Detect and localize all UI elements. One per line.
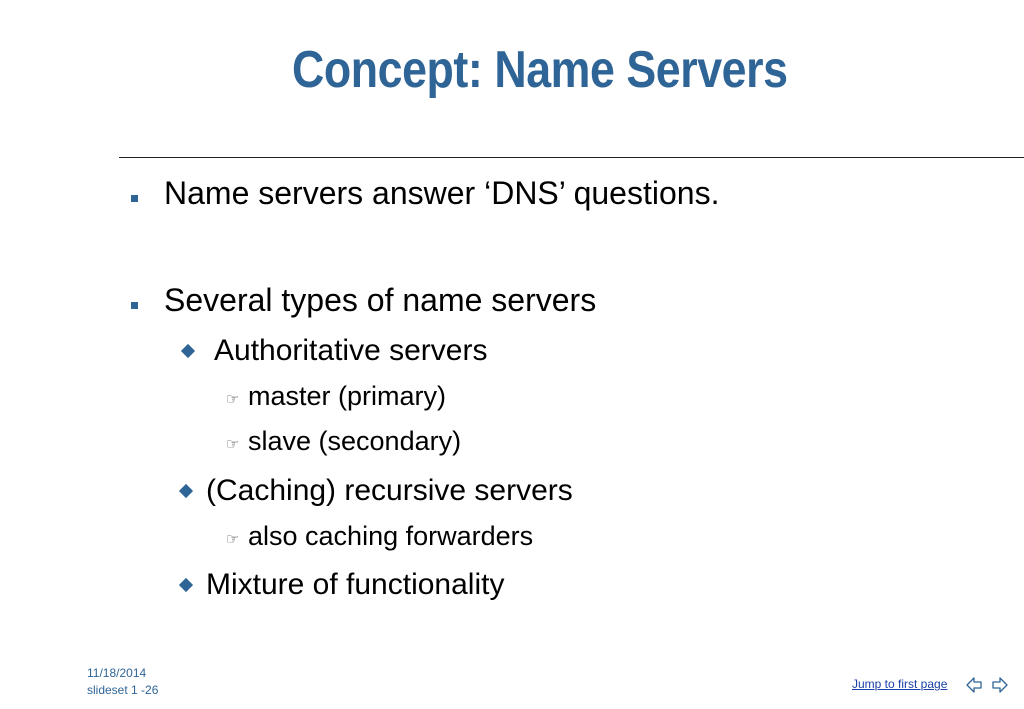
prev-slide-button[interactable] — [965, 676, 983, 694]
square-bullet-icon — [131, 302, 138, 309]
bullet-name-servers-answer: Name servers answer ‘DNS’ questions. — [164, 175, 720, 211]
sub-item-mixture: Mixture of functionality — [206, 568, 505, 601]
diamond-bullet-icon — [178, 577, 194, 593]
diamond-bullet-icon — [178, 483, 194, 499]
slide-title: Concept: Name Servers — [292, 41, 788, 99]
pointing-hand-icon: ☞ — [226, 391, 240, 408]
square-bullet-icon — [131, 195, 138, 202]
footer-date: 11/18/2014 — [87, 666, 147, 680]
sub-item-slave: slave (secondary) — [248, 426, 462, 456]
bullet-several-types: Several types of name servers — [164, 282, 597, 318]
pointing-hand-icon: ☞ — [226, 531, 240, 548]
diamond-bullet-icon — [180, 343, 196, 359]
sub-item-master: master (primary) — [248, 381, 447, 411]
footer-slide-number: slideset 1 -26 — [87, 683, 159, 697]
arrow-left-icon — [966, 677, 982, 693]
sub-item-caching: (Caching) recursive servers — [206, 474, 573, 507]
next-slide-button[interactable] — [991, 676, 1009, 694]
sub-item-forwarders: also caching forwarders — [248, 521, 534, 551]
pointing-hand-icon: ☞ — [226, 436, 240, 453]
sub-item-authoritative: Authoritative servers — [214, 334, 488, 367]
title-divider — [119, 157, 1024, 158]
arrow-right-icon — [992, 677, 1008, 693]
jump-to-first-page-link[interactable]: Jump to first page — [852, 677, 948, 691]
